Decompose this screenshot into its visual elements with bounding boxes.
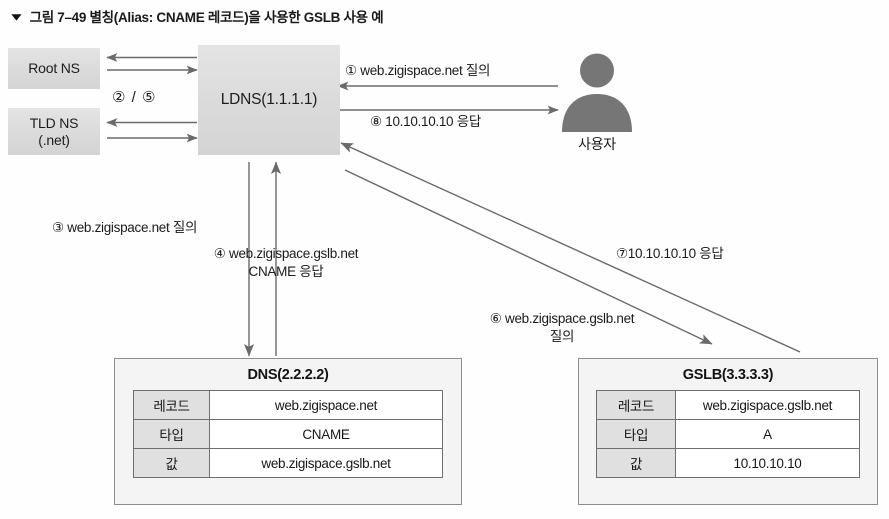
- table-row: 타입 A: [596, 419, 860, 449]
- table-row: 값 web.zigispace.gslb.net: [133, 448, 443, 478]
- gslb-record-card: GSLB(3.3.3.3) 레코드 web.zigispace.gslb.net…: [578, 358, 878, 505]
- user-actor-label: 사용자: [578, 136, 616, 152]
- flow-label-6: ⑥ web.zigispace.gslb.net 질의: [452, 310, 672, 346]
- table-row: 레코드 web.zigispace.gslb.net: [596, 390, 860, 420]
- table-row: 타입 CNAME: [133, 419, 443, 449]
- flow-label-4-line2: CNAME 응답: [248, 264, 324, 280]
- flow-label-8: ⑧ 10.10.10.10 응답: [370, 114, 481, 129]
- gslb-row-value-2: 10.10.10.10: [675, 448, 860, 478]
- flow-label-2-5: ② / ⑤: [112, 89, 157, 106]
- node-ldns[interactable]: LDNS(1.1.1.1): [198, 45, 340, 155]
- gslb-row-value-0: web.zigispace.gslb.net: [675, 390, 860, 420]
- gslb-row-key-0: 레코드: [596, 390, 676, 420]
- caption-marker-icon: ▼: [7, 9, 25, 23]
- node-tld-ns-label-line2: (.net): [38, 131, 70, 148]
- node-tld-ns[interactable]: TLD NS (.net): [8, 108, 100, 155]
- dns-row-value-0: web.zigispace.net: [209, 390, 443, 420]
- gslb-row-value-1: A: [675, 419, 860, 449]
- user-avatar-icon: [562, 53, 632, 132]
- flow-label-7: ⑦10.10.10.10 응답: [616, 246, 724, 261]
- table-row: 값 10.10.10.10: [596, 448, 860, 478]
- gslb-record-table: 레코드 web.zigispace.gslb.net 타입 A 값 10.10.…: [596, 390, 860, 478]
- dns-row-key-2: 값: [133, 448, 210, 478]
- flow-label-3: ③ web.zigispace.net 질의: [52, 220, 198, 235]
- user-actor[interactable]: 사용자: [556, 52, 638, 152]
- node-ldns-label: LDNS(1.1.1.1): [220, 91, 318, 109]
- gslb-row-key-2: 값: [596, 448, 676, 478]
- flow-label-4-line1: ④ web.zigispace.gslb.net: [213, 246, 359, 261]
- dns-row-key-0: 레코드: [133, 390, 210, 420]
- node-tld-ns-label: TLD NS (.net): [30, 115, 79, 147]
- dns-record-title: DNS(2.2.2.2): [247, 367, 329, 383]
- table-row: 레코드 web.zigispace.net: [133, 390, 443, 420]
- flow-label-1: ① web.zigispace.net 질의: [345, 63, 491, 78]
- flow-label-6-line1: ⑥ web.zigispace.gslb.net: [489, 311, 635, 326]
- dns-row-value-2: web.zigispace.gslb.net: [209, 448, 443, 478]
- flow-label-4: ④ web.zigispace.gslb.net CNAME 응답: [186, 245, 386, 281]
- gslb-record-title: GSLB(3.3.3.3): [682, 367, 774, 383]
- node-tld-ns-label-line1: TLD NS: [29, 115, 79, 132]
- dns-row-key-1: 타입: [133, 419, 210, 449]
- dns-row-value-1: CNAME: [209, 419, 443, 449]
- node-root-ns[interactable]: Root NS: [8, 48, 100, 89]
- figure-caption: ▼ 그림 7–49 별칭(Alias: CNAME 레코드)을 사용한 GSLB…: [7, 6, 384, 26]
- caption-text: 그림 7–49 별칭(Alias: CNAME 레코드)을 사용한 GSLB 사…: [29, 10, 384, 25]
- flow-label-6-line2: 질의: [549, 329, 575, 345]
- dns-record-card: DNS(2.2.2.2) 레코드 web.zigispace.net 타입 CN…: [114, 358, 462, 505]
- node-root-ns-label: Root NS: [28, 60, 80, 77]
- dns-record-table: 레코드 web.zigispace.net 타입 CNAME 값 web.zig…: [133, 390, 443, 478]
- gslb-row-key-1: 타입: [596, 419, 676, 449]
